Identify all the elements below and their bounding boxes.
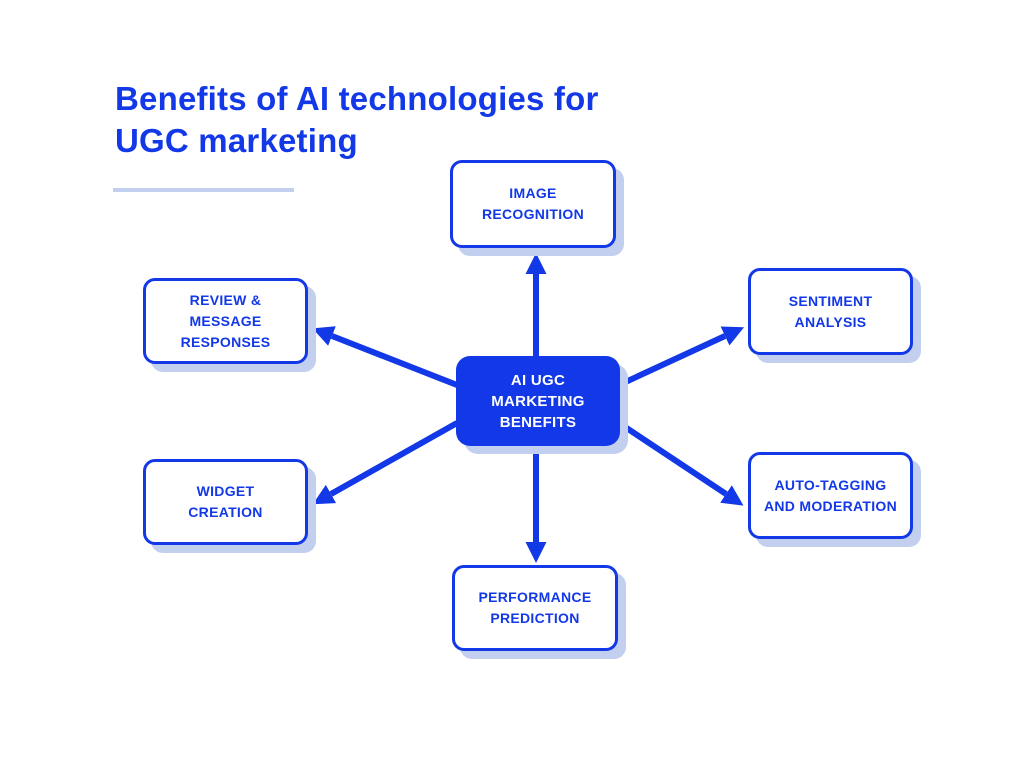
arrow-to-widget-creation: [312, 420, 459, 505]
node-center-ai-ugc-marketing-benefits: AI UGC MARKETING BENEFITS: [456, 356, 620, 446]
arrow-to-auto-tagging: [617, 420, 744, 506]
node-review-message-responses: REVIEW & MESSAGE RESPONSES: [143, 278, 308, 364]
node-auto-tagging-and-moderation: AUTO-TAGGING AND MODERATION: [748, 452, 913, 539]
page-title: Benefits of AI technologies for UGC mark…: [115, 80, 599, 160]
node-performance-prediction: PERFORMANCE PREDICTION: [452, 565, 618, 651]
arrow-to-review-responses: [312, 326, 459, 388]
title-underline: [113, 188, 294, 192]
arrow-to-sentiment-analysis: [617, 326, 745, 388]
node-sentiment-analysis: SENTIMENT ANALYSIS: [748, 268, 913, 355]
node-widget-creation: WIDGET CREATION: [143, 459, 308, 545]
node-image-recognition: IMAGE RECOGNITION: [450, 160, 616, 248]
